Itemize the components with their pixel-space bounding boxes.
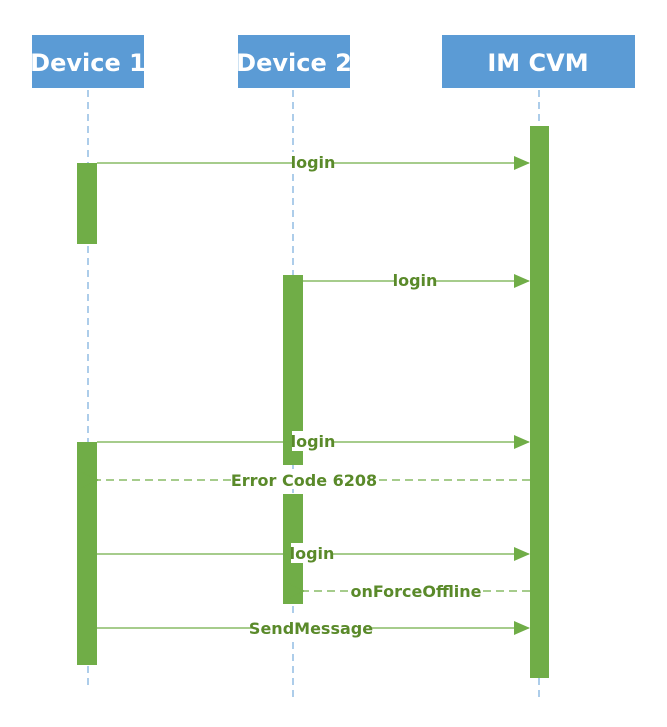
message-login-2: login (303, 270, 530, 290)
message-login-1: login (97, 152, 530, 172)
message-login-4: login (97, 543, 530, 563)
message-label-bg (233, 469, 375, 489)
participant-label: Device 1 (30, 49, 146, 77)
message-on-force-offline: onForceOffline (304, 580, 530, 601)
message-login-3: login (97, 431, 530, 451)
activation-im-cvm (530, 126, 549, 678)
message-label-bg (292, 152, 334, 172)
message-label-bg (394, 270, 436, 290)
message-error-code: Error Code 6208 (98, 469, 530, 490)
message-send-message: SendMessage (97, 617, 530, 638)
message-label-bg (291, 543, 333, 563)
participant-label: IM CVM (487, 49, 588, 77)
participant-label: Device 2 (236, 49, 352, 77)
participant-box (442, 35, 635, 88)
participant-device-2: Device 2 (236, 35, 352, 88)
message-label: login (290, 544, 335, 563)
message-label: login (291, 153, 336, 172)
participant-box (32, 35, 144, 88)
message-label: login (393, 271, 438, 290)
activation-device-1-first (77, 163, 97, 244)
message-label: onForceOffline (350, 582, 481, 601)
participant-box (238, 35, 350, 88)
message-label-bg (353, 580, 479, 600)
message-label-bg (292, 431, 334, 451)
message-label: SendMessage (249, 619, 373, 638)
participant-im-cvm: IM CVM (442, 35, 635, 88)
message-label-bg (252, 617, 370, 637)
message-label: Error Code 6208 (231, 471, 377, 490)
message-label: login (291, 432, 336, 451)
participant-device-1: Device 1 (30, 35, 146, 88)
activation-device-1-second (77, 442, 97, 665)
activation-device-2-top (283, 275, 303, 465)
